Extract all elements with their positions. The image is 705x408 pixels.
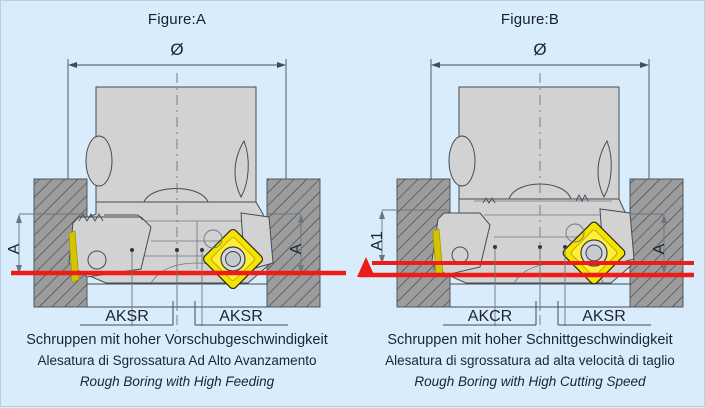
screw-hole-outline [203, 229, 223, 249]
diameter-symbol: Ø [533, 40, 546, 59]
height-dimension-right [630, 213, 667, 274]
height-label-left: A [6, 243, 23, 254]
height-dimension-right [267, 213, 304, 274]
diameter-dimension [67, 59, 287, 201]
workpiece-right [266, 178, 321, 308]
figure-a: Figure:A Ø [1, 1, 353, 408]
part-label-left: AKCR [468, 308, 512, 325]
figure-b: Figure:B Ø [354, 1, 705, 408]
part-label-right: AKSR [219, 308, 263, 325]
height-label-right: A [288, 243, 305, 254]
part-label-right: AKSR [582, 308, 626, 325]
figure-b-title: Figure:B [500, 11, 560, 28]
leader-lines [130, 248, 204, 326]
part-label-left: AKSR [105, 308, 149, 325]
part-label-right-group: AKSR [557, 301, 651, 326]
figure-b-caption-de: Schruppen mit hoher Schnittgeschwindigke… [387, 332, 673, 348]
figure-b-caption-en: Rough Boring with High Cutting Speed [414, 374, 646, 389]
workpiece-right [629, 178, 684, 308]
height-label-right: A [651, 243, 668, 254]
figure-a-caption-de: Schruppen mit hoher Vorschubgeschwindigk… [26, 332, 328, 348]
figure-a-caption-it: Alesatura di Sgrossatura Ad Alto Avanzam… [37, 353, 317, 368]
part-label-left-group: AKSR [80, 301, 174, 326]
part-label-right-group: AKSR [194, 301, 288, 326]
serration-teeth [482, 193, 589, 204]
part-label-left-group: AKCR [443, 301, 537, 326]
figure-a-caption-en: Rough Boring with High Feeding [79, 374, 275, 389]
height-dimension-left [16, 213, 87, 274]
figure-b-drawing: Ø [357, 40, 694, 331]
screw-hole-outline [565, 223, 585, 243]
height-dimension-left [379, 209, 450, 264]
cutting-plane-line [360, 261, 694, 278]
height-label-left: A1 [369, 231, 386, 251]
diameter-symbol: Ø [170, 40, 183, 59]
figure-a-drawing: Ø [6, 40, 346, 331]
figure-b-caption-it: Alesatura di sgrossatura ad alta velocit… [385, 353, 675, 368]
figure-a-title: Figure:A [147, 11, 207, 28]
left-insert-edge [68, 230, 80, 283]
feed-direction-arrow [357, 257, 375, 277]
diameter-dimension [430, 59, 650, 201]
leader-lines [493, 245, 567, 326]
